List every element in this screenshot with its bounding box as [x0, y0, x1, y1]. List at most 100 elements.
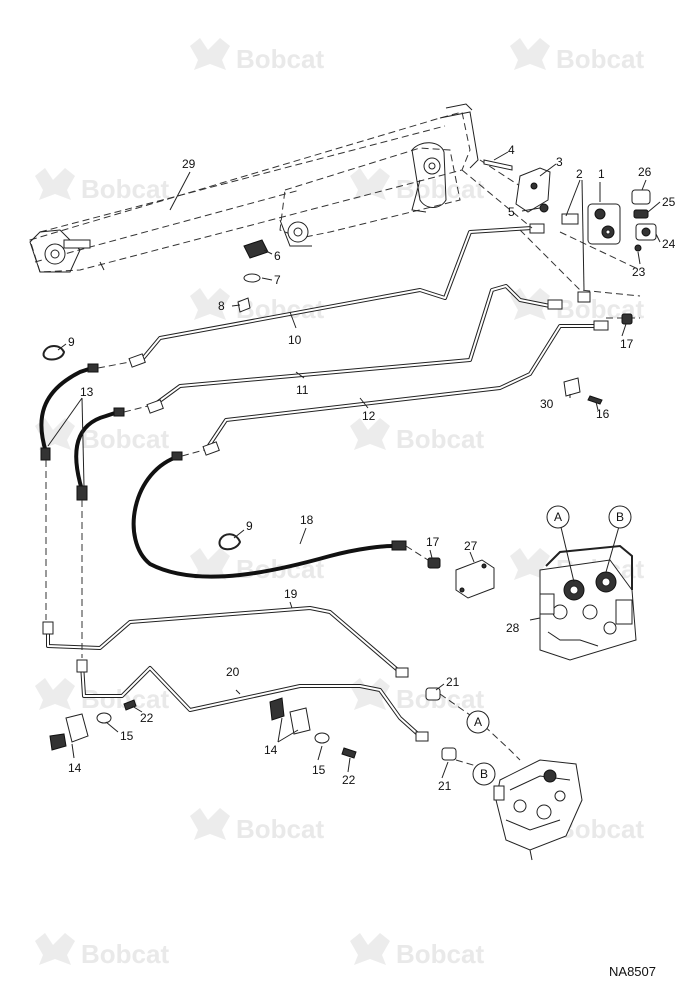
figure-code: NA8507 [609, 964, 656, 979]
fitting-26 [631, 189, 651, 205]
callout-4: 4 [508, 143, 515, 157]
callout-9-lower: 9 [246, 519, 253, 533]
callout-9-upper: 9 [68, 335, 75, 349]
callout-3: 3 [556, 155, 563, 169]
watermark-logo [190, 808, 230, 840]
callout-14-left: 14 [68, 761, 82, 775]
port-a-letter-bottom: A [474, 715, 482, 729]
callout-22-left: 22 [140, 711, 154, 725]
watermark-logo [190, 288, 230, 320]
watermark-logo [350, 933, 390, 965]
callout-21-upper: 21 [446, 675, 460, 689]
callout-20: 20 [226, 665, 240, 679]
callout-labels: 1 2 3 4 5 6 7 8 9 9 10 11 12 13 14 14 15… [68, 143, 676, 793]
bolt-22-right [341, 747, 357, 759]
washer-7 [243, 273, 261, 283]
callout-16: 16 [596, 407, 610, 421]
callout-7: 7 [274, 273, 281, 287]
hose-clamp-9-lower [218, 533, 242, 551]
watermark-logo [510, 38, 550, 70]
port-a-marker-bottom [466, 710, 490, 734]
watermark-text: Bobcat [556, 44, 644, 74]
tube-line-20 [76, 659, 429, 742]
callout-27: 27 [464, 539, 478, 553]
callout-25: 25 [662, 195, 676, 209]
hose-clamp-9-upper [42, 345, 66, 361]
bracket-30 [563, 377, 581, 397]
callout-8: 8 [218, 299, 225, 313]
callout-29: 29 [182, 157, 196, 171]
fitting-17-lower [427, 557, 441, 569]
clamp-14-left [49, 713, 89, 751]
callout-26: 26 [638, 165, 652, 179]
watermark-text: Bobcat [396, 939, 484, 969]
washer-15-left [96, 712, 112, 724]
bolt-22-left [123, 699, 137, 711]
watermark-logo [350, 168, 390, 200]
watermark-text: Bobcat [81, 684, 169, 714]
fitting-17-upper [621, 313, 633, 325]
bracket-3 [515, 167, 551, 213]
callout-15-left: 15 [120, 729, 134, 743]
watermark-text: Bobcat [81, 939, 169, 969]
callout-28: 28 [506, 621, 520, 635]
callout-17-upper: 17 [620, 337, 634, 351]
callout-14-right: 14 [264, 743, 278, 757]
port-b-marker-bottom [472, 762, 496, 786]
callout-leaders [47, 151, 661, 779]
callout-21-lower: 21 [438, 779, 452, 793]
tube-line-19 [42, 606, 409, 678]
loader-boom-arm [29, 103, 479, 273]
watermark-logo [190, 38, 230, 70]
watermark-logo [35, 933, 75, 965]
port-markers: A B A B [466, 505, 632, 786]
port-b-letter-bottom: B [480, 767, 488, 781]
fitting-2 [561, 213, 591, 303]
callout-23: 23 [632, 265, 646, 279]
clamp-6 [243, 239, 269, 259]
callout-10: 10 [288, 333, 302, 347]
tube-line-12 [202, 320, 609, 456]
bolt-4 [483, 159, 513, 171]
callout-30: 30 [540, 397, 554, 411]
watermark-text: Bobcat [236, 44, 324, 74]
plug-23 [634, 244, 642, 252]
control-valve-assembly-28 [539, 522, 637, 661]
watermark-logo [35, 168, 75, 200]
port-a-letter-top: A [554, 510, 562, 524]
callout-5: 5 [508, 205, 515, 219]
callout-1: 1 [598, 167, 605, 181]
fitting-21-lower [441, 747, 457, 761]
fitting-21-upper [425, 687, 441, 701]
hose-18 [131, 451, 407, 579]
main-control-valve [493, 759, 583, 861]
watermark-text: Bobcat [396, 424, 484, 454]
callout-2: 2 [576, 167, 583, 181]
washer-15-right [314, 732, 330, 744]
callout-15-right: 15 [312, 763, 326, 777]
watermark-logo [190, 548, 230, 580]
bolt-16 [587, 395, 603, 405]
callout-18: 18 [300, 513, 314, 527]
port-b-marker-top [608, 505, 632, 529]
fitting-24 [635, 223, 657, 241]
watermark-text: Bobcat [81, 424, 169, 454]
nut-5 [539, 203, 549, 213]
watermark-logo [350, 418, 390, 450]
dashed-leader-lines [45, 159, 641, 771]
callout-17-lower: 17 [426, 535, 440, 549]
tube-line-10 [128, 223, 545, 368]
watermark-text: Bobcat [81, 174, 169, 204]
callout-24: 24 [662, 237, 676, 251]
callout-11: 11 [296, 383, 309, 397]
fitting-25 [633, 209, 649, 219]
clamp-14-right [269, 697, 311, 735]
callout-12: 12 [362, 409, 376, 423]
callout-19: 19 [284, 587, 298, 601]
watermark-text: Bobcat [396, 684, 484, 714]
tube-line-11 [146, 284, 563, 414]
watermark-text: Bobcat [396, 174, 484, 204]
port-b-letter-top: B [616, 510, 624, 524]
nut-8 [237, 297, 251, 313]
